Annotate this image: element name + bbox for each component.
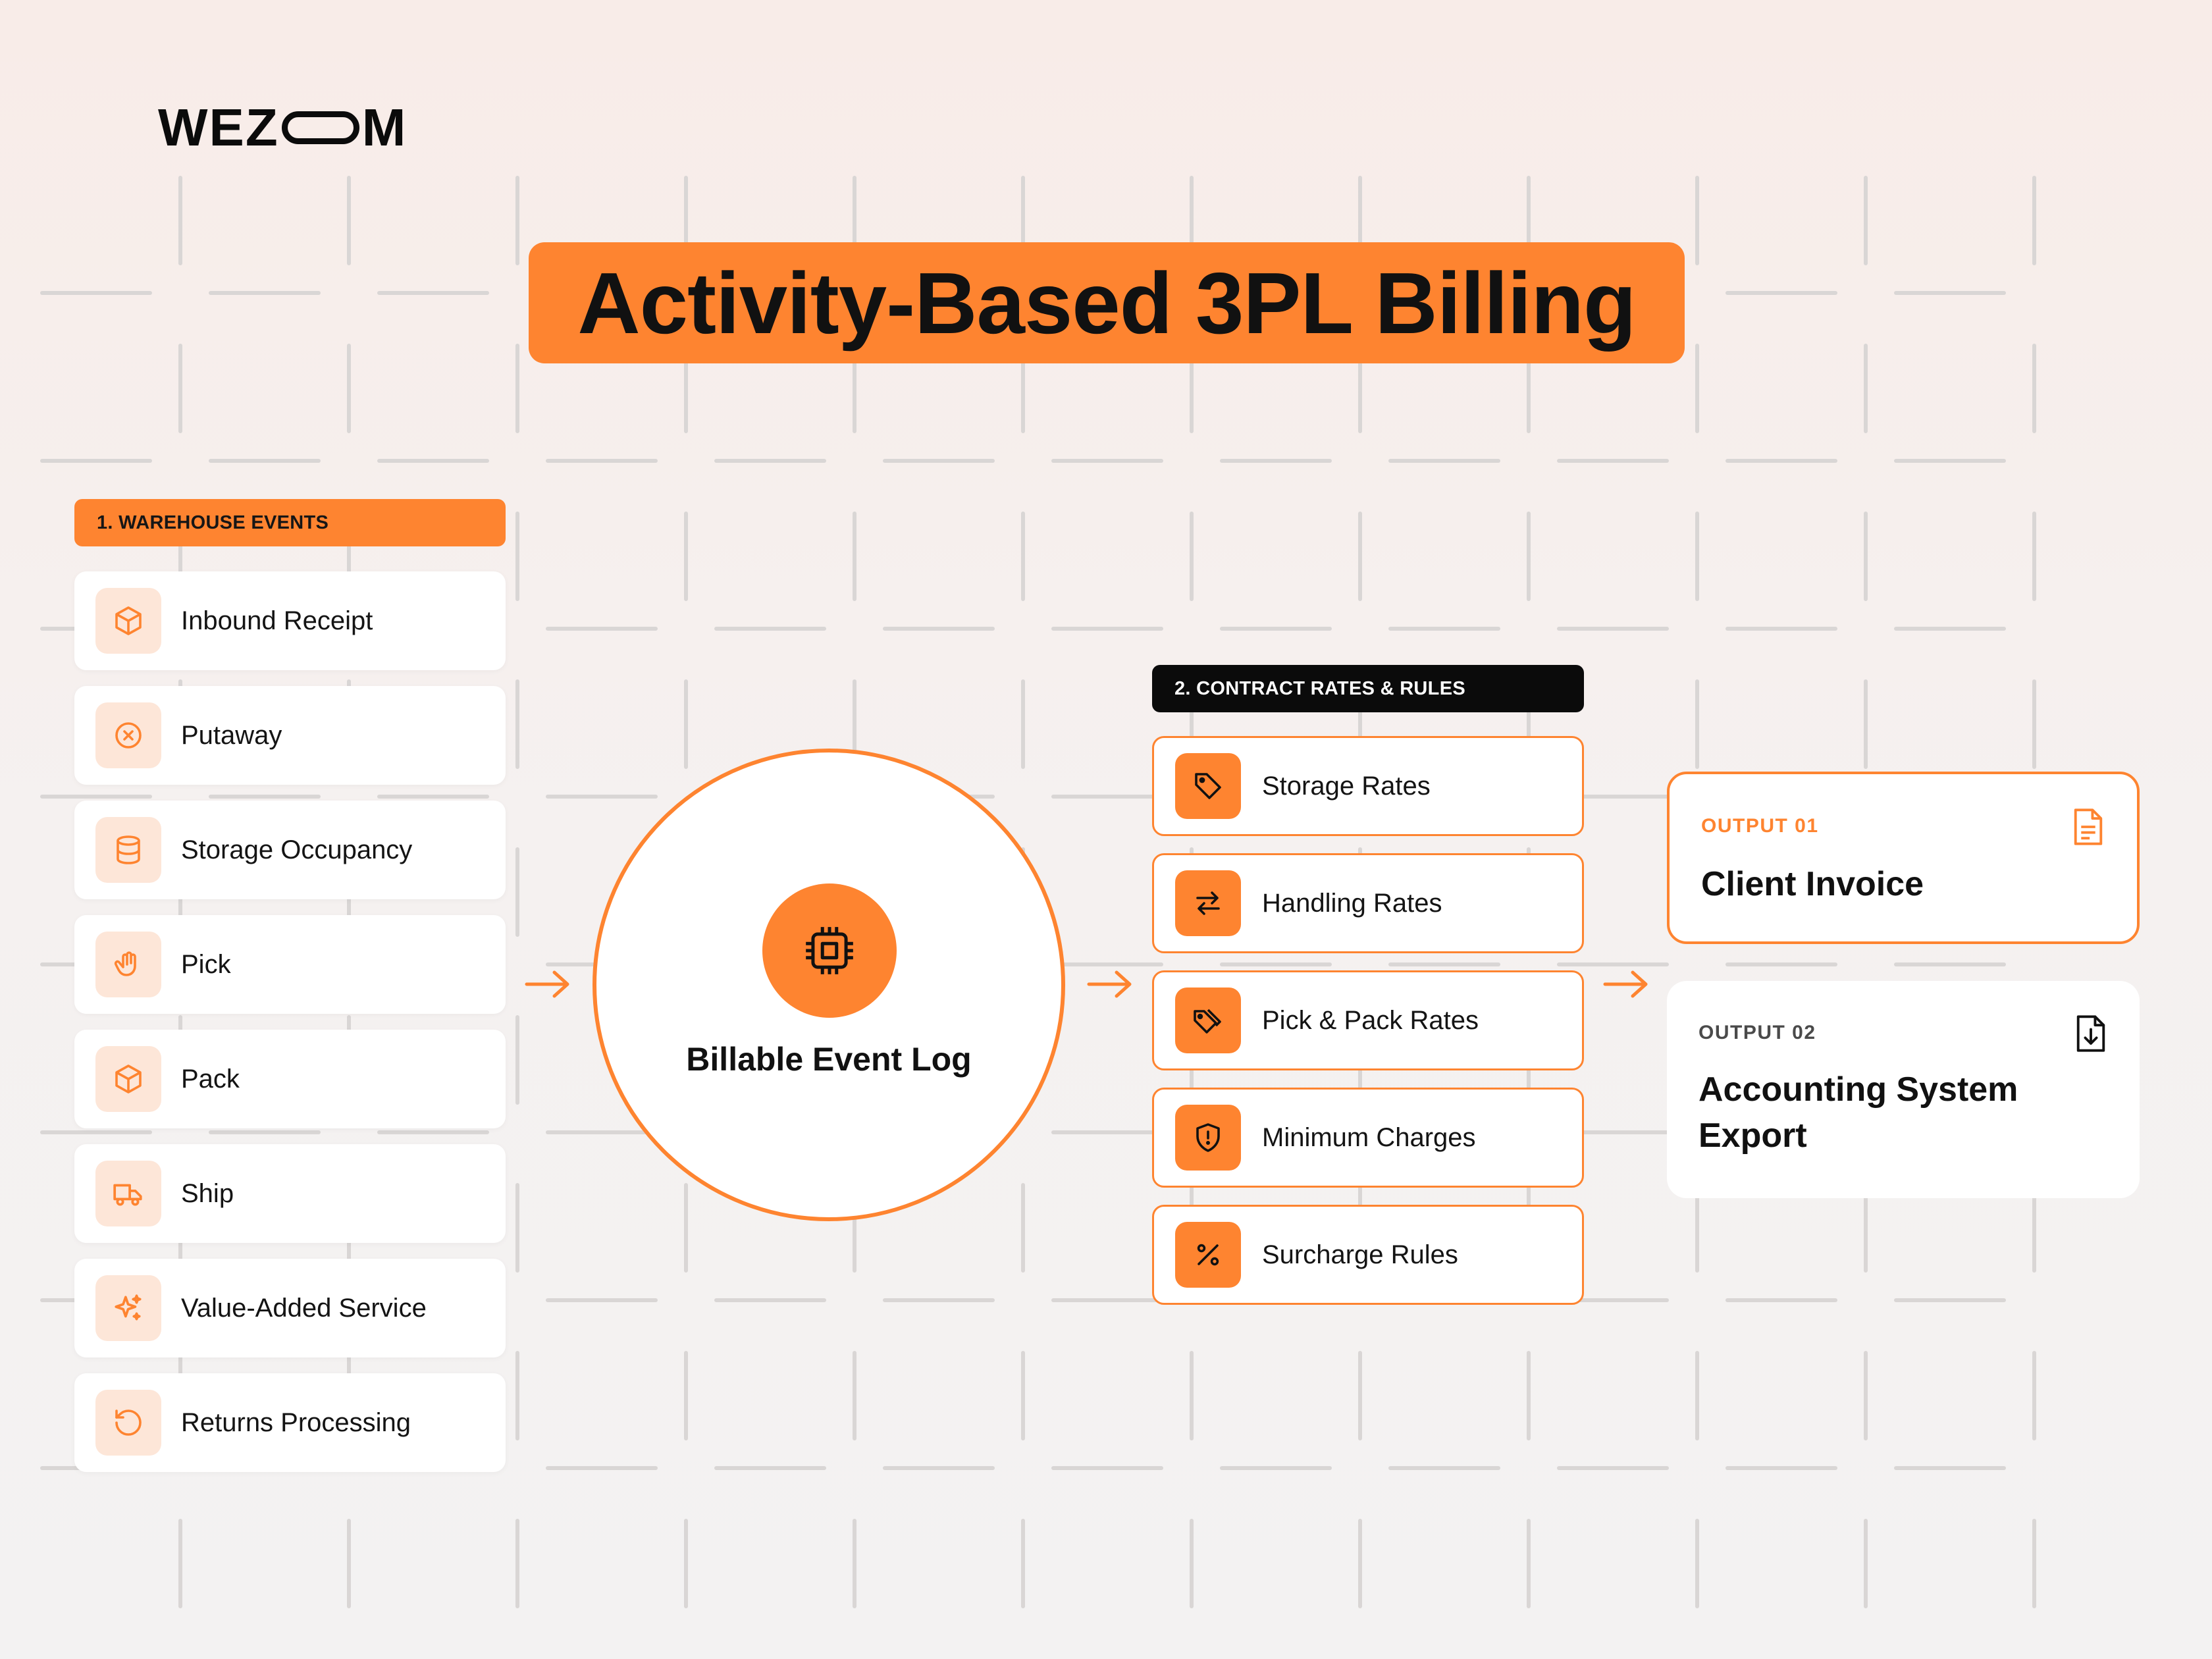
rate-card-surcharge-rules: Surcharge Rules	[1152, 1205, 1584, 1305]
event-label: Returns Processing	[181, 1408, 411, 1437]
event-card-pick: Pick	[74, 915, 506, 1014]
rate-card-pick-pack-rates: Pick & Pack Rates	[1152, 970, 1584, 1070]
output-tag: OUTPUT 01	[1701, 815, 1819, 837]
output-title: Accounting System Export	[1698, 1070, 2018, 1155]
sparkles-icon	[95, 1275, 161, 1341]
rate-label: Surcharge Rules	[1262, 1240, 1458, 1269]
truck-icon	[95, 1161, 161, 1226]
event-card-putaway: Putaway	[74, 686, 506, 785]
arrow-right-icon	[1087, 970, 1132, 998]
event-card-inbound-receipt: Inbound Receipt	[74, 571, 506, 670]
logo-text-left: WEZ	[158, 98, 279, 157]
title-banner: Activity-Based 3PL Billing	[529, 242, 1685, 363]
event-label: Putaway	[181, 720, 282, 750]
document-icon	[2074, 808, 2103, 845]
event-card-storage-occupancy: Storage Occupancy	[74, 801, 506, 899]
output-title: Client Invoice	[1701, 865, 1924, 903]
billable-event-log-label: Billable Event Log	[686, 1041, 972, 1078]
rate-card-handling-rates: Handling Rates	[1152, 853, 1584, 953]
rate-label: Storage Rates	[1262, 771, 1431, 801]
rate-card-minimum-charges: Minimum Charges	[1152, 1088, 1584, 1188]
cpu-chip-icon	[762, 883, 897, 1018]
rate-card-storage-rates: Storage Rates	[1152, 736, 1584, 836]
warehouse-events-header-text: 1. WAREHOUSE EVENTS	[97, 512, 329, 533]
percent-icon	[1175, 1222, 1241, 1288]
output-card-client-invoice: OUTPUT 01 Client Invoice	[1667, 772, 2140, 944]
logo-o-shape	[281, 111, 359, 144]
arrows-swap-icon	[1175, 870, 1241, 936]
output-card-accounting-export: OUTPUT 02 Accounting System Export	[1667, 981, 2140, 1198]
tags-icon	[1175, 988, 1241, 1053]
shield-alert-icon	[1175, 1105, 1241, 1171]
contract-rates-header-text: 2. CONTRACT RATES & RULES	[1174, 677, 1465, 699]
arrow-right-icon	[525, 970, 569, 998]
hand-icon	[95, 932, 161, 997]
wezom-logo: WEZ M	[158, 97, 407, 158]
rotate-icon	[95, 1390, 161, 1456]
database-icon	[95, 817, 161, 883]
box-icon	[95, 1046, 161, 1112]
rate-label: Handling Rates	[1262, 888, 1442, 918]
page-title: Activity-Based 3PL Billing	[577, 254, 1636, 352]
event-label: Pick	[181, 949, 231, 979]
contract-rates-header: 2. CONTRACT RATES & RULES	[1152, 665, 1584, 712]
rate-label: Minimum Charges	[1262, 1122, 1476, 1152]
arrow-right-icon	[1603, 970, 1648, 998]
event-label: Storage Occupancy	[181, 835, 413, 864]
file-download-icon	[2076, 1015, 2105, 1052]
rate-label: Pick & Pack Rates	[1262, 1005, 1479, 1035]
event-card-value-added-service: Value-Added Service	[74, 1259, 506, 1357]
event-card-returns-processing: Returns Processing	[74, 1373, 506, 1472]
warehouse-events-header: 1. WAREHOUSE EVENTS	[74, 499, 506, 546]
tag-icon	[1175, 753, 1241, 819]
event-label: Pack	[181, 1064, 240, 1093]
event-label: Inbound Receipt	[181, 606, 373, 635]
output-tag: OUTPUT 02	[1698, 1022, 1816, 1043]
circle-x-icon	[95, 702, 161, 768]
event-card-ship: Ship	[74, 1144, 506, 1243]
event-label: Value-Added Service	[181, 1293, 427, 1323]
logo-text-right: M	[361, 98, 408, 157]
box-icon	[95, 588, 161, 654]
event-card-pack: Pack	[74, 1030, 506, 1128]
event-label: Ship	[181, 1178, 234, 1208]
